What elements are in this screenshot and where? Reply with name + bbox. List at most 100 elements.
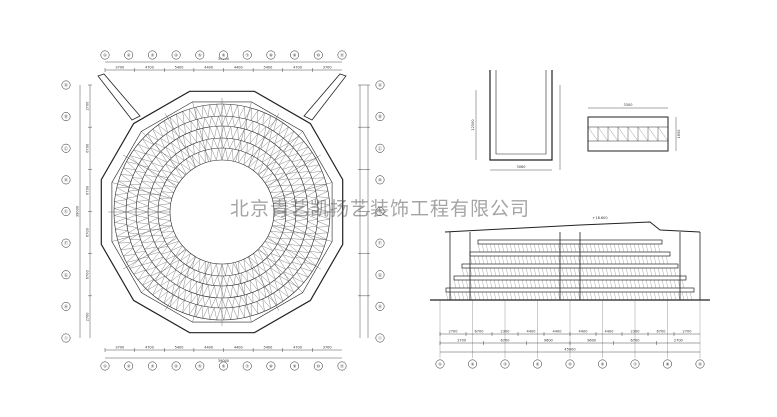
section-axis-4-label: ⑤: [568, 362, 572, 367]
plan-axis-bottom-6: [242, 361, 252, 371]
section-axis-5-label: ⑥: [601, 362, 605, 367]
section-roof: [444, 221, 701, 233]
plan-axis-right-1: [375, 112, 385, 122]
ramp-right: [303, 73, 347, 121]
plan-axis-left-2-label: Ⓒ: [64, 145, 68, 151]
section-dim1-4: 4400: [553, 330, 562, 334]
plan-axis-bottom-0: [100, 361, 110, 371]
section-dim2-0: 2700: [457, 339, 466, 343]
section-axis-6: [630, 359, 640, 369]
plan-axis-top-9: [313, 50, 323, 60]
plan-axis-right-0-label: Ⓐ: [378, 82, 382, 88]
plan-axis-bottom-0-label: ①: [103, 364, 107, 369]
section-tier-2: [461, 263, 679, 269]
plan-axis-bottom-9: [313, 361, 323, 371]
plan-axis-left-3-label: Ⓓ: [64, 176, 68, 182]
plan-axis-left-6-label: Ⓖ: [64, 271, 68, 277]
truss-web-0: [114, 103, 331, 321]
plan-left-dim-4: 6700: [86, 270, 90, 279]
section-dim2-5: 2700: [674, 339, 683, 343]
plan-axis-top-7-label: ⑧: [269, 53, 273, 58]
plan-axis-left-2: [61, 143, 71, 153]
detail-a-height: 12500: [471, 119, 475, 130]
plan-bottom-dim-4: 4400: [234, 346, 243, 350]
plan-axis-top-1: [124, 50, 134, 60]
plan-axis-left-1-label: Ⓑ: [64, 113, 68, 119]
detail-b-height: 1650: [677, 130, 681, 139]
watermark-text: 北京青艺凯扬艺装饰工程有限公司: [230, 198, 531, 220]
plan-axis-right-6: [375, 270, 385, 280]
plan-axis-top-5: [219, 50, 228, 60]
plan-axis-bottom-8-label: ⑨: [293, 364, 297, 369]
section-dim2-1: 6700: [501, 339, 510, 343]
plan-axis-top-3-label: ④: [174, 53, 178, 58]
section-dim1-8: 6700: [657, 330, 666, 334]
section-dim1-9: 2700: [683, 330, 692, 334]
plan-axis-bottom-2-label: ③: [151, 364, 155, 369]
detail-b: 3300 1650: [587, 103, 681, 152]
plan-axis-top-0-label: ①: [103, 53, 107, 58]
section-dim1-3: 4400: [527, 330, 536, 334]
section-dim1-2: 2300: [501, 330, 510, 334]
plan-axis-top-1-label: ②: [127, 53, 131, 58]
plan-axis-bottom-10: [337, 361, 347, 371]
section-total: 45000: [564, 348, 575, 352]
plan-axis-left-7-label: Ⓗ: [64, 303, 68, 309]
section-dim1-6: 4400: [605, 330, 614, 334]
plan-axis-top-3: [171, 50, 181, 60]
plan-bottom-dim-5: 5400: [263, 346, 272, 350]
plan-axis-bottom-5: [219, 361, 228, 371]
plan-left-dim-5: 2700: [86, 312, 90, 321]
detail-b-width: 3300: [624, 103, 633, 107]
plan-axis-right-2: [375, 143, 385, 153]
section-axis-6-label: ⑦: [633, 362, 637, 367]
section-tier-3: [453, 275, 687, 281]
plan-axis-top-2: [147, 50, 157, 60]
plan-bottom-dim-6: 4700: [293, 346, 302, 350]
plan-axis-bottom-10-label: ⑪: [340, 363, 344, 369]
section-dim1-0: 2700: [449, 330, 458, 334]
plan-axis-top-6: [242, 50, 252, 60]
section-dim2-4: 6700: [631, 339, 640, 343]
section-dim2-3: 9600: [587, 339, 596, 343]
section-axis-8-label: ⑨: [698, 362, 702, 367]
plan-axis-right-7: [375, 301, 385, 311]
section-dim2-2: 9600: [544, 339, 553, 343]
plan-axis-bottom-4-label: ⑤: [198, 364, 202, 369]
section-dim1-7: 2300: [631, 330, 640, 334]
plan-axis-top-8: [290, 50, 300, 60]
section-axis-0: [435, 359, 445, 369]
plan-left-dim-0: 2700: [86, 102, 90, 111]
plan-bottom-dim-3: 4400: [204, 346, 213, 350]
plan-axis-right-3-label: Ⓓ: [378, 176, 382, 182]
channel-inner: [495, 70, 547, 155]
plan-axis-bottom-9-label: ⑩: [317, 364, 321, 369]
truss-web-2: [136, 125, 309, 299]
section-axis-5: [598, 359, 607, 369]
plan-axis-top-4-label: ⑤: [198, 53, 202, 58]
section-axis-8: [695, 359, 705, 369]
plan-left-dim-3: 6700: [86, 228, 90, 237]
plan-axis-right-3: [375, 175, 385, 185]
plan-top-dim-0: 3700: [115, 66, 124, 70]
section-axis-2: [500, 359, 510, 369]
plan-axis-bottom-1: [124, 361, 134, 371]
plan-axis-bottom-7-label: ⑧: [269, 364, 273, 369]
plan-axis-right-8-label: Ⓘ: [378, 335, 382, 341]
section-axis-2-label: ③: [503, 362, 507, 367]
plan-axis-left-7: [61, 301, 71, 311]
plan-axis-right-2-label: Ⓒ: [378, 145, 382, 151]
plan-axis-left-8: [61, 333, 71, 343]
section-axis-1-label: ②: [471, 362, 475, 367]
plan-axis-top-10-label: ⑪: [340, 52, 344, 58]
plan-axis-left-5: [61, 238, 71, 248]
plan-axis-top-8-label: ⑨: [293, 53, 297, 58]
section-axis-3-label: ④: [536, 362, 540, 367]
plan-axis-right-5-label: Ⓕ: [378, 240, 382, 246]
plan-left-dim-2: 6700: [86, 186, 90, 195]
plan-axis-right-7-label: Ⓗ: [378, 303, 382, 309]
plan-axis-top-6-label: ⑦: [245, 53, 249, 58]
plan-axis-left-5-label: Ⓕ: [64, 240, 68, 246]
